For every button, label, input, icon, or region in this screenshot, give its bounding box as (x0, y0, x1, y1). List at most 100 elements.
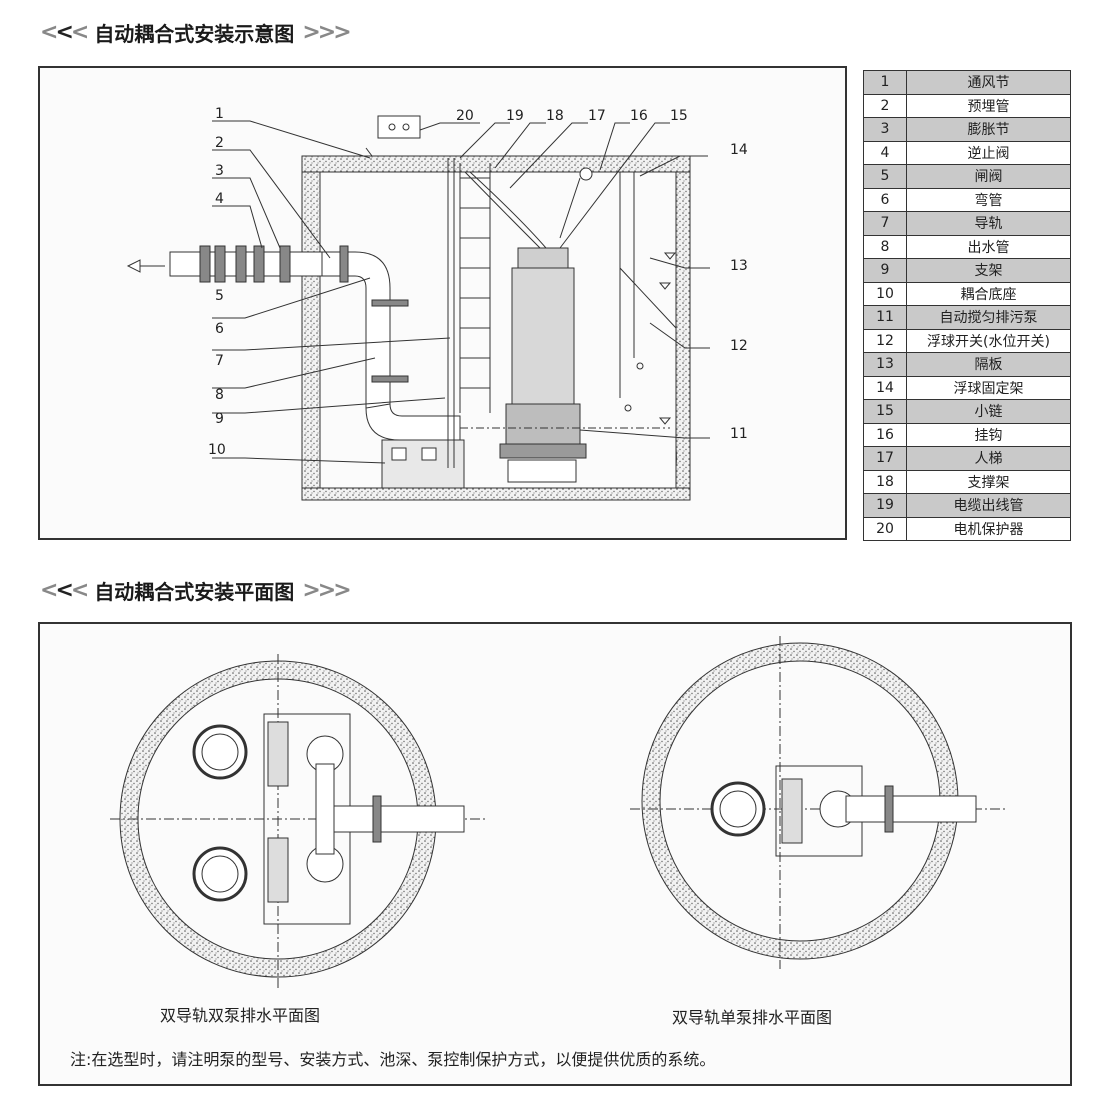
outlet-pipe (169, 245, 461, 441)
plan-double-pump (110, 654, 485, 989)
legend-number: 2 (863, 93, 907, 118)
plan-view-frame (38, 622, 1072, 1086)
legend-number: 6 (863, 187, 907, 212)
legend-number: 12 (863, 328, 907, 353)
caption-single-pump-plan: 双导轨单泵排水平面图 (672, 1008, 833, 1027)
callout-9: 9 (215, 411, 224, 427)
legend-number: 14 (863, 375, 907, 400)
chevron-left-icon: <<< (40, 19, 89, 45)
legend-item-name: 挂钩 (906, 422, 1071, 447)
legend-number: 20 (863, 516, 907, 541)
legend-item-name: 隔板 (906, 352, 1071, 377)
legend-item-name: 电机保护器 (906, 516, 1071, 541)
legend-item-name: 逆止阀 (906, 140, 1071, 165)
callout-6: 6 (215, 321, 224, 337)
legend-number: 15 (863, 399, 907, 424)
flow-arrow-icon (126, 259, 141, 273)
callout-1: 1 (215, 106, 224, 122)
legend-number: 8 (863, 234, 907, 259)
coupling-base (381, 439, 465, 489)
callout-15: 15 (670, 108, 688, 124)
legend-item-name: 小链 (906, 399, 1071, 424)
callout-20: 20 (456, 108, 474, 124)
legend-number: 19 (863, 493, 907, 518)
callout-10: 10 (208, 442, 226, 458)
legend-item-name: 支架 (906, 258, 1071, 283)
plan-single-pump (630, 636, 1005, 969)
pump (460, 167, 670, 483)
legend-number: 18 (863, 469, 907, 494)
callout-13: 13 (730, 258, 748, 274)
legend-item-name: 耦合底座 (906, 281, 1071, 306)
legend-item-name: 预埋管 (906, 93, 1071, 118)
callout-7: 7 (215, 353, 224, 369)
legend-number: 4 (863, 140, 907, 165)
float-switches (619, 172, 677, 425)
legend-item-name: 支撑架 (906, 469, 1071, 494)
elevation-diagram: 1 2 3 4 5 6 7 8 9 10 11 12 13 14 15 16 1… (126, 106, 748, 501)
callout-4: 4 (215, 191, 224, 207)
section-title-text: 自动耦合式安装示意图 (94, 21, 295, 46)
guide-rails-ladder (447, 158, 547, 468)
callout-18: 18 (546, 108, 564, 124)
plan-views (110, 636, 1005, 989)
chevron-right-icon: >>> (302, 19, 351, 45)
legend-number: 17 (863, 446, 907, 471)
callout-14: 14 (730, 142, 748, 158)
elevation-diagram-frame: 1 2 3 4 5 6 7 8 9 10 11 12 13 14 15 16 1… (38, 66, 847, 540)
callout-3: 3 (215, 163, 224, 179)
callout-8: 8 (215, 387, 224, 403)
legend-item-name: 浮球固定架 (906, 375, 1071, 400)
callout-16: 16 (630, 108, 648, 124)
chevron-left-icon: <<< (40, 577, 89, 603)
callout-5: 5 (215, 288, 224, 304)
legend-number: 11 (863, 305, 907, 330)
legend-item-name: 弯管 (906, 187, 1071, 212)
legend-item-name: 导轨 (906, 211, 1071, 236)
legend-item-name: 人梯 (906, 446, 1071, 471)
legend-item-name: 自动搅匀排污泵 (906, 305, 1071, 330)
legend-number: 5 (863, 164, 907, 189)
legend-number: 16 (863, 422, 907, 447)
leader-lines (212, 120, 710, 464)
legend-number: 1 (863, 70, 907, 95)
legend-item-name: 闸阀 (906, 164, 1071, 189)
legend-item-name: 浮球开关(水位开关) (906, 328, 1071, 353)
legend-number: 13 (863, 352, 907, 377)
legend-number: 7 (863, 211, 907, 236)
selection-note: 注:在选型时，请注明泵的型号、安装方式、池深、泵控制保护方式，以便提供优质的系统… (70, 1050, 716, 1069)
section-title-text: 自动耦合式安装平面图 (94, 579, 295, 604)
callout-2: 2 (215, 135, 224, 151)
callout-17: 17 (588, 108, 606, 124)
legend-number: 10 (863, 281, 907, 306)
pit-walls (301, 155, 691, 501)
legend-number: 9 (863, 258, 907, 283)
section-title-diagram: <<< 自动耦合式安装示意图 >>> (40, 16, 352, 48)
caption-double-pump-plan: 双导轨双泵排水平面图 (160, 1006, 321, 1025)
legend-number: 3 (863, 117, 907, 142)
callout-12: 12 (730, 338, 748, 354)
legend-item-name: 膨胀节 (906, 117, 1071, 142)
callout-19: 19 (506, 108, 524, 124)
callout-labels: 1 2 3 4 5 6 7 8 9 10 11 12 13 14 15 16 1… (208, 106, 748, 458)
chevron-right-icon: >>> (302, 577, 351, 603)
motor-protector-box (377, 115, 421, 139)
legend-item-name: 出水管 (906, 234, 1071, 259)
